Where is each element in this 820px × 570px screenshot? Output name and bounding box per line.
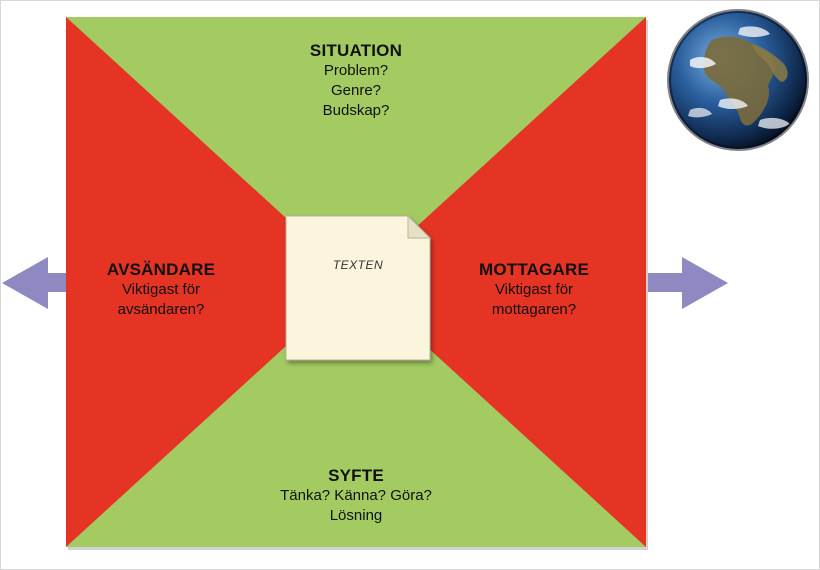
right-arrow-icon [648, 257, 728, 309]
purpose-label: SYFTE Tänka? Känna? Göra? Lösning [253, 466, 459, 526]
purpose-title: SYFTE [328, 466, 384, 485]
purpose-line-1: Tänka? Känna? Göra? [280, 487, 432, 504]
center-document-label: TEXTEN [332, 258, 384, 272]
receiver-title: MOTTAGARE [478, 260, 590, 279]
earth-globe-icon [667, 9, 809, 151]
sender-line-1: Viktigast för [121, 281, 201, 298]
receiver-line-1: Viktigast för [494, 281, 574, 298]
purpose-section [66, 282, 646, 547]
purpose-line-2: Lösning [329, 507, 383, 524]
situation-line-3: Budskap? [322, 102, 390, 119]
sender-label: AVSÄNDARE Viktigast för avsändaren? [85, 260, 237, 320]
situation-line-1: Problem? [323, 62, 389, 79]
receiver-label: MOTTAGARE Viktigast för mottagaren? [458, 260, 610, 320]
document-icon [285, 214, 432, 361]
situation-section [66, 17, 646, 282]
situation-line-2: Genre? [330, 82, 382, 99]
situation-label: SITUATION Problem? Genre? Budskap? [253, 41, 459, 121]
left-arrow-icon [2, 257, 66, 309]
situation-title: SITUATION [309, 41, 403, 60]
receiver-line-2: mottagaren? [491, 301, 577, 318]
sender-line-2: avsändaren? [117, 301, 205, 318]
sender-title: AVSÄNDARE [106, 260, 216, 279]
